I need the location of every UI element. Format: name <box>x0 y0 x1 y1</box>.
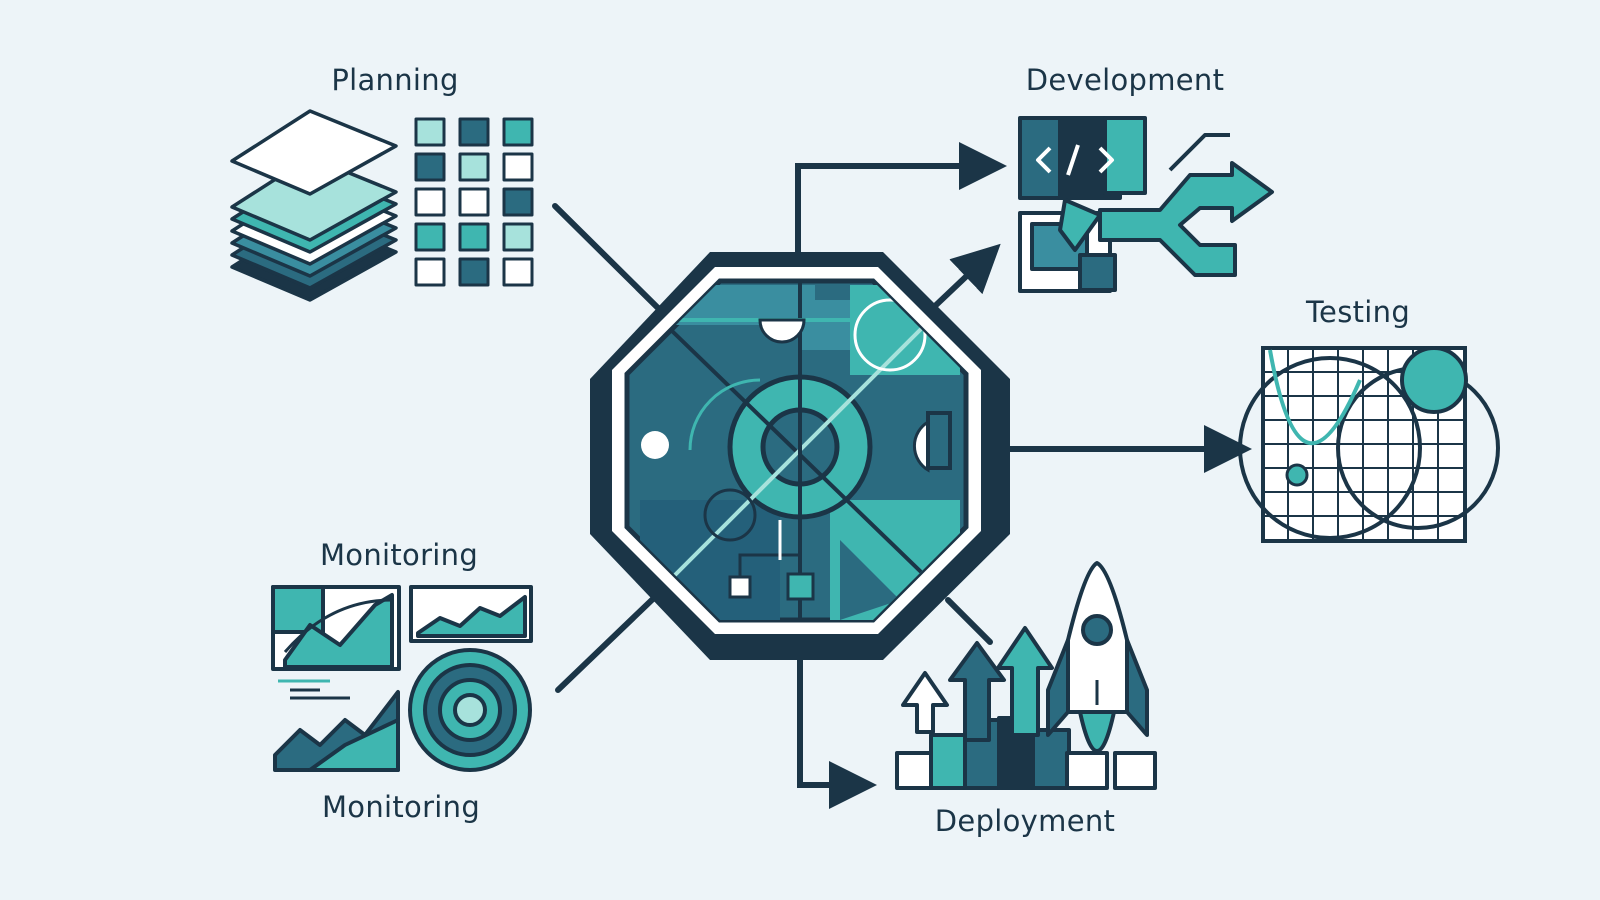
deployment-rocket-arrows-icon <box>895 561 1157 790</box>
connectors <box>552 142 1252 809</box>
testing-grid-circles-icon <box>1238 346 1500 543</box>
deployment-label: Deployment <box>934 804 1116 838</box>
monitoring-top-label: Monitoring <box>319 538 479 572</box>
hub-octagon-circuit-icon <box>590 252 1010 660</box>
connector-development-diagonal <box>932 243 1001 309</box>
monitoring-dashboard-charts-icon <box>271 585 533 772</box>
planning-label: Planning <box>331 63 459 97</box>
connector-development <box>795 142 1007 255</box>
connector-deployment <box>797 647 877 809</box>
monitoring-bottom-label: Monitoring <box>321 790 481 824</box>
connector-deployment-diagonal <box>945 597 993 645</box>
development-label: Development <box>1025 63 1225 97</box>
connector-monitoring <box>555 593 659 693</box>
testing-label: Testing <box>1305 295 1411 329</box>
development-code-branch-icon <box>1018 116 1274 293</box>
planning-stacked-layers-grid-icon <box>230 109 534 302</box>
connector-planning <box>552 203 661 311</box>
